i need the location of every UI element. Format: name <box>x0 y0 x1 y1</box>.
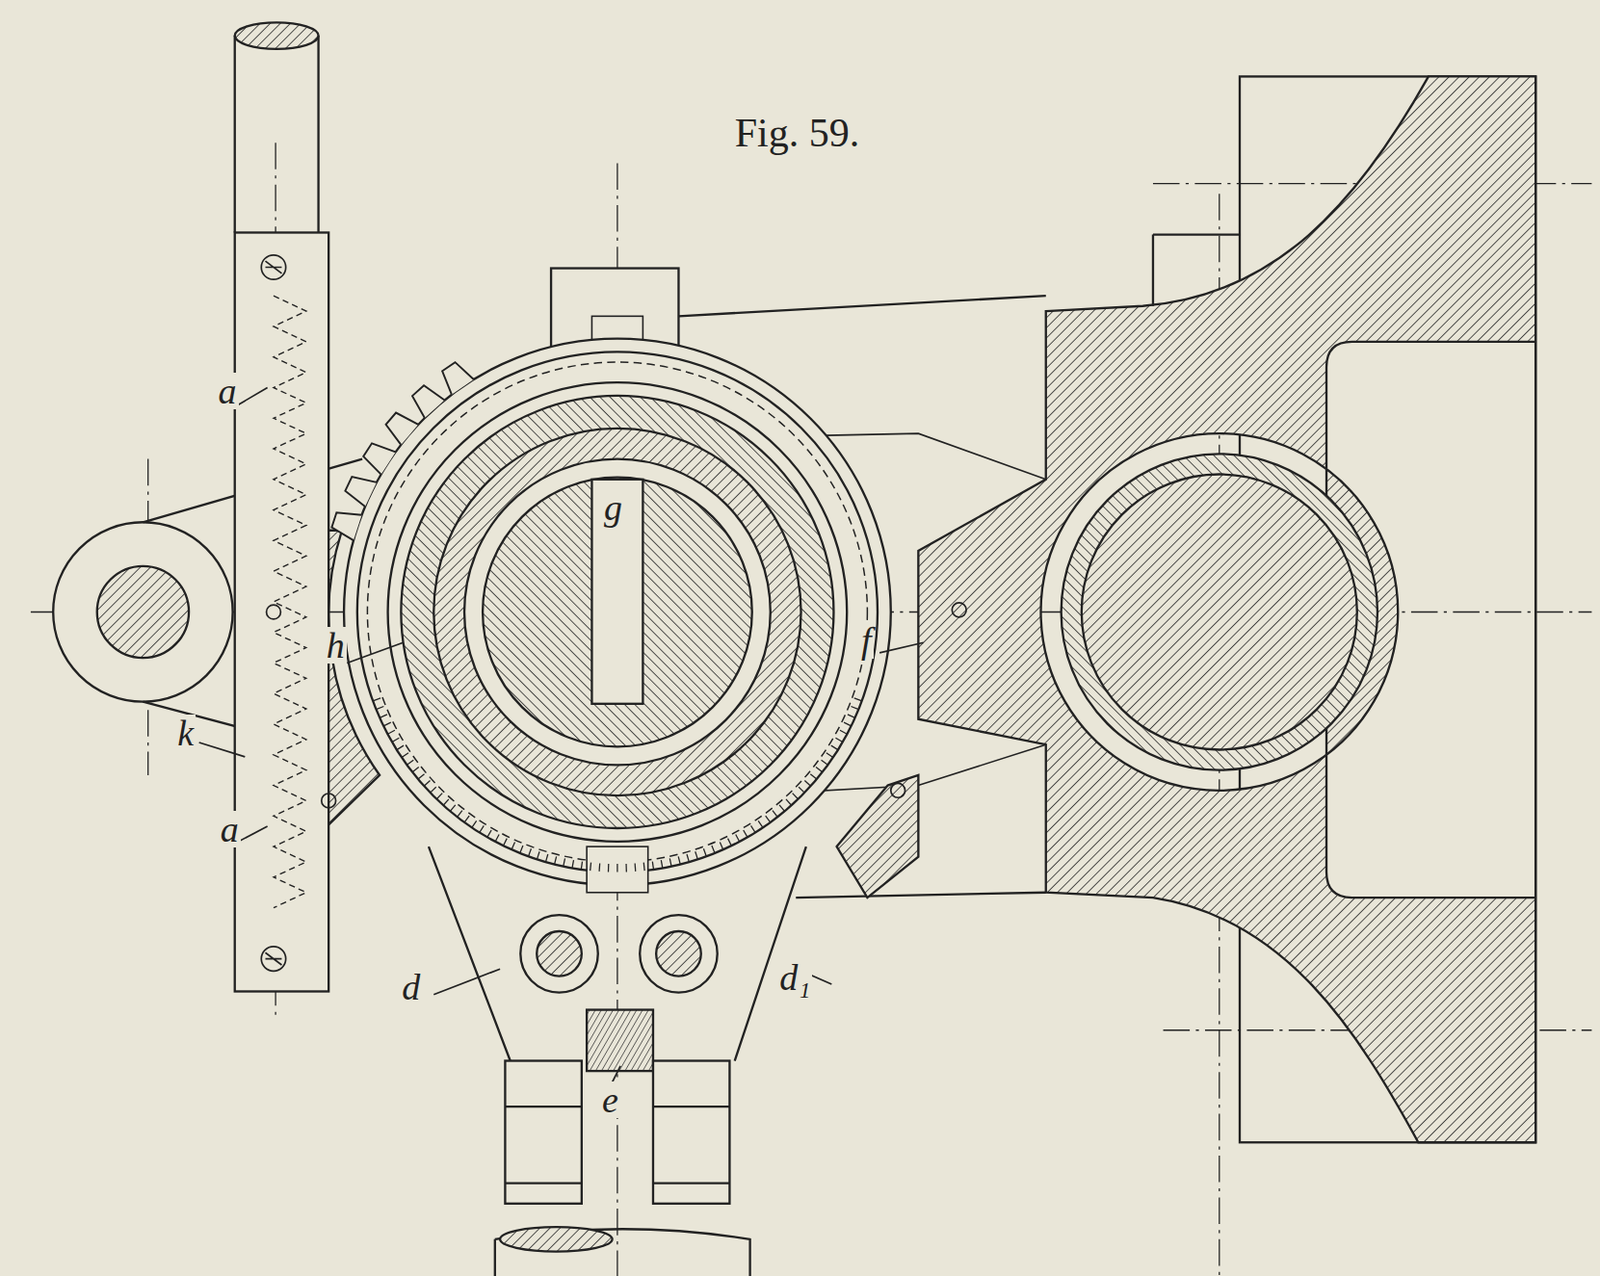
serration-tick <box>536 851 540 860</box>
serration-tick <box>387 730 394 735</box>
serration-tick <box>449 805 455 812</box>
serration-tick <box>669 858 672 866</box>
serration-tick <box>695 851 699 860</box>
serration-tick <box>826 753 834 759</box>
serration-tick <box>839 730 847 735</box>
serration-tick <box>847 714 856 718</box>
serration-tick <box>472 820 477 828</box>
serration-tick <box>554 856 557 865</box>
serration-tick <box>457 811 463 818</box>
part-letter: a <box>216 372 239 410</box>
serration-tick <box>423 781 430 787</box>
serration-tick <box>383 722 392 727</box>
serration-tick <box>652 862 654 870</box>
figure-title: Fig. 59. <box>734 112 861 154</box>
serration-tick <box>572 860 574 868</box>
part-letter: g <box>602 489 625 526</box>
serration-tick <box>412 767 420 773</box>
serration-tick <box>810 774 816 780</box>
serration-tick <box>804 781 811 787</box>
serration-tick <box>660 860 662 868</box>
part-letter: a <box>218 811 241 848</box>
serration-tick <box>430 786 437 793</box>
serration-tick <box>375 706 384 709</box>
serration-tick <box>598 863 601 871</box>
serration-tick <box>589 863 592 871</box>
gear-tooth <box>386 413 420 446</box>
serration-tick <box>479 825 484 833</box>
serration-tick <box>528 848 532 857</box>
gear-tooth <box>344 476 377 507</box>
gear-teeth <box>331 362 473 541</box>
serration-tick <box>798 786 805 793</box>
serration-tick <box>520 845 524 854</box>
serration-tick <box>545 854 548 863</box>
serration-tick <box>719 841 723 850</box>
serration-tick <box>443 799 449 806</box>
serration-tick <box>406 760 414 765</box>
serration-tick <box>765 815 771 823</box>
serration-tick <box>751 825 756 833</box>
serration-tick <box>772 811 778 818</box>
part-letter: k <box>175 714 196 752</box>
serration-tick <box>735 834 740 841</box>
serration-tick <box>743 830 748 838</box>
serration-tick <box>821 760 829 765</box>
serration-tick <box>401 753 409 759</box>
serration-tick <box>831 745 839 750</box>
serration-tick <box>728 839 733 847</box>
serration-tick <box>779 805 785 812</box>
serration-tick <box>711 845 715 854</box>
serration-tick <box>758 820 763 828</box>
serration-tick <box>703 848 707 857</box>
serration-tick <box>786 799 792 806</box>
serration-tick <box>495 834 499 841</box>
serration-tick <box>843 722 852 727</box>
part-letter: f <box>859 622 874 659</box>
serration-tick <box>686 854 689 863</box>
part-letter: d₁ <box>777 959 813 997</box>
serration <box>372 698 863 873</box>
serration-tick <box>464 815 470 823</box>
serration-tick <box>678 856 681 865</box>
serration-tick <box>396 745 404 750</box>
serration-tick <box>643 863 646 871</box>
serration-tick <box>392 737 399 742</box>
serration-tick <box>563 858 566 866</box>
gear-tooth <box>331 512 362 541</box>
serration-tick <box>815 767 823 773</box>
gear-tooth <box>442 362 474 395</box>
gear-tooth <box>412 385 445 419</box>
serration-tick <box>607 864 610 872</box>
serration-tick <box>580 862 582 870</box>
part-letter: e <box>600 1081 621 1119</box>
serration-tick <box>487 830 492 838</box>
serration-tick <box>418 774 424 780</box>
serration-tick <box>503 839 508 847</box>
serration-tick <box>379 714 388 718</box>
serration-tick <box>792 793 799 800</box>
outlines <box>30 22 1593 1276</box>
serration-tick <box>850 706 859 709</box>
serration-tick <box>436 793 443 800</box>
serration-tick <box>835 737 842 742</box>
part-letter: h <box>324 627 347 664</box>
gear-tooth <box>363 443 395 474</box>
serration-tick <box>372 698 381 702</box>
serration-tick <box>625 864 628 872</box>
serration-tick <box>616 864 618 872</box>
serration-tick <box>634 863 637 871</box>
part-letter: d <box>399 969 422 1006</box>
serration-tick <box>511 841 515 850</box>
serration-tick <box>854 698 863 702</box>
